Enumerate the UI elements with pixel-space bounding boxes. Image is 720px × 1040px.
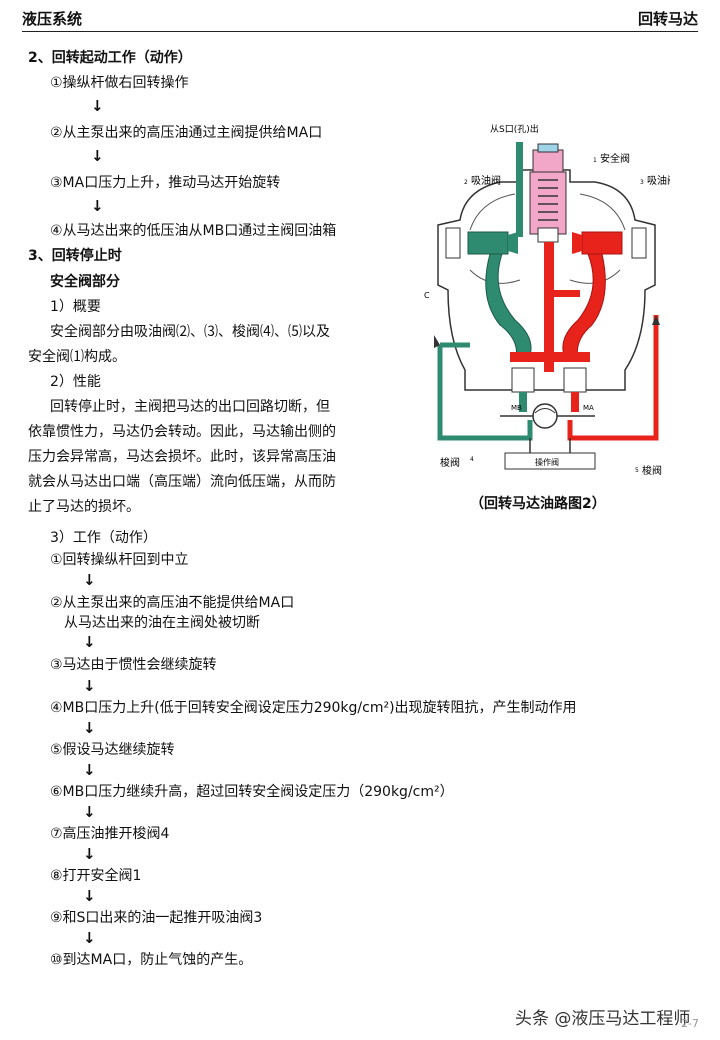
- operation-step: ⑧打开安全阀1: [50, 868, 142, 884]
- performance-text-line: 就会从马达出口端（高压端）流向低压端，从而防: [28, 474, 336, 490]
- right-plug: [631, 227, 647, 259]
- suction-valve-right-number: 3: [640, 179, 644, 186]
- header-divider: [22, 31, 698, 32]
- suction-valve-right-label: 吸油阀: [647, 174, 670, 187]
- valve-feed-line: [529, 438, 571, 453]
- down-arrow-icon: ↓: [91, 97, 104, 115]
- down-arrow-icon: ↓: [83, 571, 96, 589]
- operation-step: ①回转操纵杆回到中立: [50, 552, 189, 568]
- section2-step-1: ①操纵杆做右回转操作: [50, 75, 189, 91]
- down-arrow-icon: ↓: [83, 803, 96, 821]
- s-port-line: [516, 142, 523, 237]
- down-arrow-icon: ↓: [83, 677, 96, 695]
- safety-valve-seat: [537, 227, 559, 243]
- operation-step: ③马达由于惯性会继续旋转: [50, 657, 217, 673]
- performance-text-line: 止了马达的损坏。: [28, 499, 140, 515]
- suction-valve-right: [581, 231, 623, 255]
- left-plug: [445, 227, 461, 259]
- diagram-caption: （回转马达油路图2）: [470, 496, 606, 512]
- down-arrow-icon: ↓: [83, 633, 96, 651]
- arrow-icon: [652, 315, 660, 325]
- down-arrow-icon: ↓: [83, 887, 96, 905]
- performance-heading: 2）性能: [50, 374, 101, 390]
- operation-step: ④MB口压力上升(低于回转安全阀设定压力290kg/cm²)出现旋转阻抗，产生制…: [50, 700, 577, 716]
- down-arrow-icon: ↓: [83, 761, 96, 779]
- header-left-title: 液压系统: [22, 10, 83, 28]
- down-arrow-icon: ↓: [83, 929, 96, 947]
- ma-stub: [571, 392, 579, 412]
- shuttle-valve-left: [511, 367, 535, 393]
- shuttle-valve-right-label: 梭阀: [642, 464, 662, 477]
- ma-label: MA: [583, 404, 594, 412]
- operation-step: ⑤假设马达继续旋转: [50, 742, 175, 758]
- performance-text-line: 回转停止时，主阀把马达的出口回路切断，但: [50, 399, 330, 415]
- operation-step: ⑦高压油推开梭阀4: [50, 826, 170, 842]
- arrow-icon: [434, 335, 440, 348]
- s-port-label: 从S口(孔)出: [490, 123, 539, 135]
- operation-step: ⑩到达MA口，防止气蚀的产生。: [50, 952, 253, 968]
- mb-label: MB: [511, 404, 522, 412]
- control-valve-box: [504, 452, 596, 470]
- operation-heading: 3）工作（动作）: [50, 530, 157, 546]
- safety-valve-body: [529, 171, 567, 235]
- down-arrow-icon: ↓: [83, 719, 96, 737]
- shuttle-valve-right-number: 5: [635, 467, 639, 474]
- suction-valve-left: [467, 231, 509, 255]
- center-high-pressure-line: [544, 242, 554, 372]
- safety-valve-label: 安全阀: [600, 152, 630, 165]
- suction-valve-right-tip: [572, 232, 582, 254]
- shuttle-valve-left-label: 梭阀: [440, 456, 460, 469]
- section3-subtitle: 安全阀部分: [50, 274, 120, 290]
- c-label: C: [424, 291, 430, 300]
- motor-symbol-icon: [532, 403, 558, 429]
- performance-text-line: 依靠惯性力，马达仍会转动。因此，马达输出侧的: [28, 424, 336, 440]
- down-arrow-icon: ↓: [91, 147, 104, 165]
- down-arrow-icon: ↓: [83, 845, 96, 863]
- center-high-pressure-crossline: [510, 352, 590, 362]
- circuit-diagram-svg: 从S口(孔)出 1 安全阀 2 吸油阀 3 吸油阀 C MB MA 梭阀 4 操…: [424, 123, 677, 477]
- safety-valve-cap: [532, 149, 564, 173]
- safety-valve-number: 1: [593, 157, 597, 164]
- overview-text-line: 安全阀部分由吸油阀⑵、⑶、梭阀⑷、⑸以及: [50, 324, 330, 340]
- operation-step: ②从主泵出来的高压油不能提供给MA口: [50, 595, 295, 611]
- section2-step-4: ④从马达出来的低压油从MB口通过主阀回油箱: [50, 223, 337, 239]
- body-contour: [579, 193, 626, 231]
- body-contour: [469, 193, 516, 231]
- shuttle-valve-right: [563, 367, 587, 393]
- section2-step-2: ②从主泵出来的高压油通过主阀提供给MA口: [50, 125, 323, 141]
- section2-step-3: ③MA口压力上升，推动马达开始旋转: [50, 175, 281, 191]
- section2-title: 2、回转起动工作（动作）: [28, 50, 192, 66]
- header-right-title: 回转马达: [637, 10, 698, 28]
- shuttle-valve-left-number: 4: [470, 456, 474, 463]
- mb-stub: [519, 392, 527, 412]
- operation-step: 从马达出来的油在主阀处被切断: [64, 615, 260, 631]
- suction-valve-left-tip: [508, 232, 518, 254]
- down-arrow-icon: ↓: [91, 197, 104, 215]
- performance-text-line: 压力会异常高，马达会损坏。此时，该异常高压油: [28, 449, 336, 465]
- ma-pressure-line: [567, 315, 659, 441]
- operation-step: ⑨和S口出来的油一起推开吸油阀3: [50, 910, 263, 926]
- operation-step: ⑥MB口压力继续升高，超过回转安全阀设定压力（290kg/cm²）: [50, 784, 454, 800]
- swing-motor-circuit-diagram: 从S口(孔)出 1 安全阀 2 吸油阀 3 吸油阀 C MB MA 梭阀 4 操…: [420, 120, 677, 480]
- motor-symbol-icon: [534, 408, 556, 414]
- section3-title: 3、回转停止时: [28, 248, 122, 264]
- center-branch: [554, 290, 580, 297]
- overview-heading: 1）概要: [50, 299, 101, 315]
- page-number: 2-7: [681, 1017, 699, 1030]
- watermark: 头条 @液压马达工程师: [515, 1009, 691, 1029]
- mb-return-line: [437, 345, 533, 441]
- control-valve-label: 操作阀: [535, 457, 559, 467]
- suction-valve-left-number: 2: [464, 179, 468, 186]
- overview-text-line: 安全阀⑴构成。: [28, 349, 126, 365]
- safety-valve-spring: [538, 179, 558, 221]
- safety-valve-top: [537, 143, 559, 153]
- suction-valve-left-label: 吸油阀: [471, 174, 501, 187]
